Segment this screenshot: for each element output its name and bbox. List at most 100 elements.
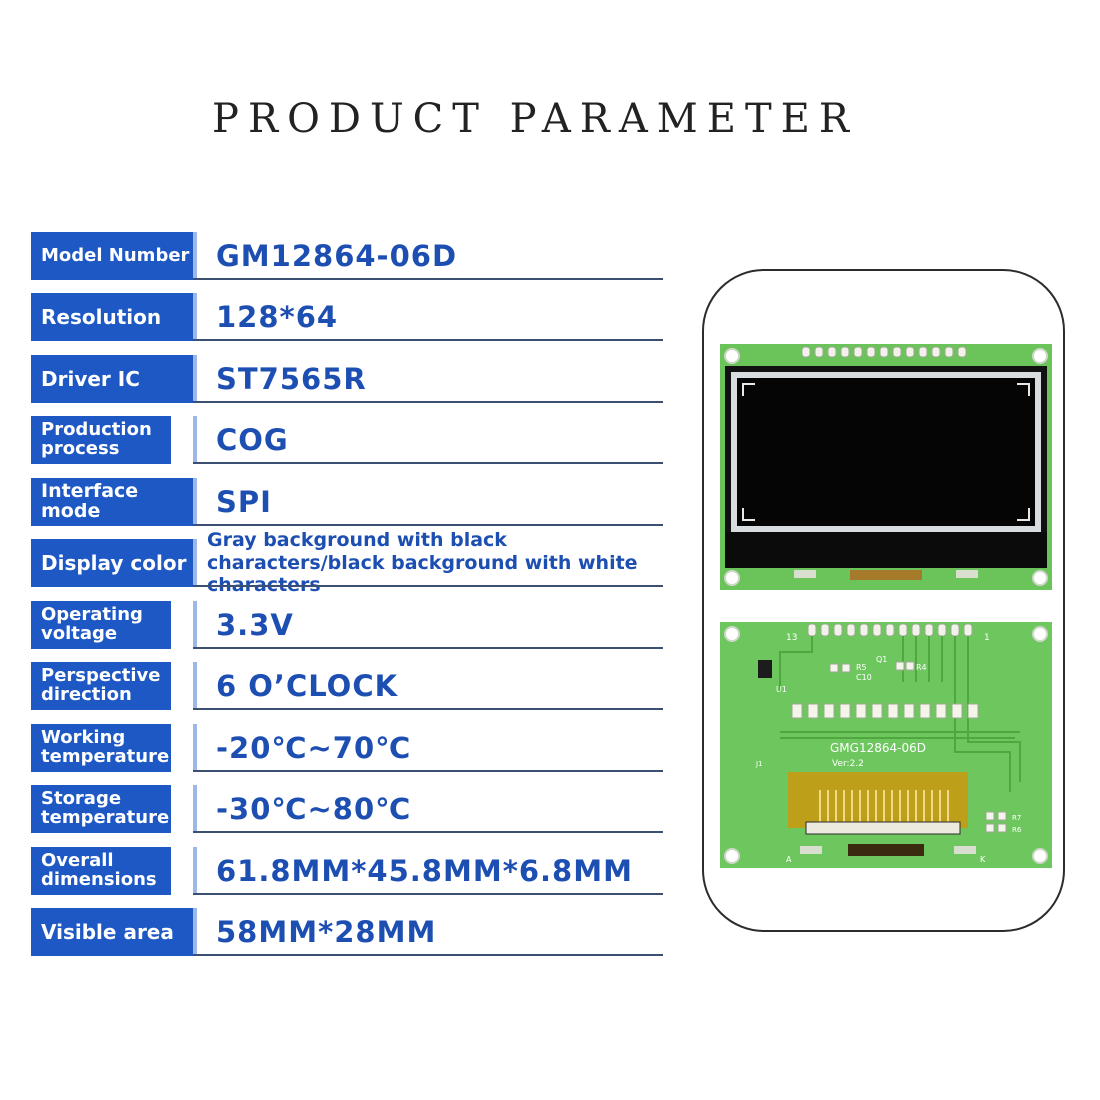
param-label: Visible area bbox=[31, 908, 193, 956]
param-row-resolution: Resolution 128*64 bbox=[31, 293, 663, 341]
param-value: 58MM*28MM bbox=[216, 915, 437, 949]
backlight-strip bbox=[725, 532, 1047, 568]
param-label: Model Number bbox=[31, 232, 193, 280]
param-label: Production process bbox=[31, 416, 171, 464]
label-shadow bbox=[193, 662, 197, 710]
param-label: Overall dimensions bbox=[31, 847, 171, 895]
param-label: Perspective direction bbox=[31, 662, 171, 710]
param-value: ST7565R bbox=[216, 362, 367, 396]
param-value: 6 O’CLOCK bbox=[216, 669, 399, 703]
row-divider bbox=[193, 585, 663, 587]
fpc-traces bbox=[819, 790, 949, 822]
param-label: Storage temperature bbox=[31, 785, 171, 833]
param-row-driver-ic: Driver IC ST7565R bbox=[31, 355, 663, 403]
fpc-clamp bbox=[805, 821, 961, 835]
param-row-interface-mode: Interface mode SPI bbox=[31, 478, 663, 526]
smd-pad bbox=[956, 570, 978, 578]
label-shadow bbox=[193, 847, 197, 895]
row-divider bbox=[193, 401, 663, 403]
row-divider bbox=[193, 770, 663, 772]
ic-chip bbox=[758, 660, 772, 678]
row-divider bbox=[193, 954, 663, 956]
label-shadow bbox=[193, 785, 197, 833]
mount-hole bbox=[724, 348, 740, 364]
silk-label: U1 bbox=[776, 685, 787, 694]
mount-hole bbox=[1032, 848, 1048, 864]
row-divider bbox=[193, 339, 663, 341]
param-row-model-number: Model Number GM12864-06D bbox=[31, 232, 663, 280]
row-divider bbox=[193, 524, 663, 526]
silk-label: R7 bbox=[1012, 814, 1021, 822]
silk-label: J1 bbox=[755, 760, 763, 768]
row-divider bbox=[193, 893, 663, 895]
page-title: PRODUCT PARAMETER bbox=[212, 96, 858, 142]
param-label: Working temperature bbox=[31, 724, 171, 772]
param-value: 3.3V bbox=[216, 608, 294, 642]
param-label: Driver IC bbox=[31, 355, 193, 403]
row-divider bbox=[193, 462, 663, 464]
smd-pad bbox=[800, 846, 822, 854]
param-row-display-color: Display color Gray background with black… bbox=[31, 528, 663, 597]
pcb-traces bbox=[779, 636, 1021, 792]
mount-hole bbox=[724, 626, 740, 642]
silk-label: A bbox=[786, 855, 792, 864]
screen-corner-marks bbox=[742, 383, 1030, 521]
lcd-front-image bbox=[720, 344, 1052, 590]
param-row-production-process: Production process COG bbox=[31, 416, 663, 464]
row-divider bbox=[193, 278, 663, 280]
param-row-working-temperature: Working temperature -20℃~70℃ bbox=[31, 724, 663, 772]
fpc-connector bbox=[850, 570, 922, 580]
param-label: Interface mode bbox=[31, 478, 193, 526]
param-value: -30℃~80℃ bbox=[216, 792, 412, 826]
lcd-back-image: 13 1 U1 R5 C10 Q1 R4 GMG12864-06D Ver:2.… bbox=[720, 622, 1052, 868]
silk-label: C10 bbox=[856, 673, 872, 682]
mount-hole bbox=[724, 570, 740, 586]
silk-label: K bbox=[980, 855, 986, 864]
param-row-perspective-direction: Perspective direction 6 O’CLOCK bbox=[31, 662, 663, 710]
smd-component-row bbox=[791, 703, 979, 719]
param-value: GM12864-06D bbox=[216, 239, 458, 273]
param-value: 61.8MM*45.8MM*6.8MM bbox=[216, 854, 633, 888]
silk-model-label: GMG12864-06D bbox=[830, 741, 926, 755]
header-pins-back bbox=[807, 623, 973, 637]
silk-label: R5 bbox=[856, 663, 867, 672]
label-shadow bbox=[193, 478, 197, 526]
silk-version-label: Ver:2.2 bbox=[832, 759, 864, 769]
param-row-visible-area: Visible area 58MM*28MM bbox=[31, 908, 663, 956]
param-label: Display color bbox=[31, 539, 193, 587]
row-divider bbox=[193, 647, 663, 649]
header-pins-front bbox=[801, 346, 967, 358]
label-shadow bbox=[193, 232, 197, 280]
param-row-storage-temperature: Storage temperature -30℃~80℃ bbox=[31, 785, 663, 833]
param-row-operating-voltage: Operating voltage 3.3V bbox=[31, 601, 663, 649]
mount-hole bbox=[1032, 570, 1048, 586]
pin-label-first: 1 bbox=[984, 633, 990, 643]
fpc-tail bbox=[848, 844, 924, 856]
mount-hole bbox=[1032, 626, 1048, 642]
product-image-frame bbox=[702, 269, 1065, 932]
smd-component-right bbox=[985, 811, 1007, 833]
param-label: Resolution bbox=[31, 293, 193, 341]
param-value: 128*64 bbox=[216, 300, 339, 334]
label-shadow bbox=[193, 601, 197, 649]
param-row-overall-dimensions: Overall dimensions 61.8MM*45.8MM*6.8MM bbox=[31, 847, 663, 895]
smd-pad bbox=[954, 846, 976, 854]
kapton-tape bbox=[788, 772, 968, 828]
label-shadow bbox=[193, 539, 197, 587]
param-label: Operating voltage bbox=[31, 601, 171, 649]
label-shadow bbox=[193, 908, 197, 956]
mount-hole bbox=[1032, 348, 1048, 364]
pin-label-last: 13 bbox=[786, 633, 797, 643]
silk-label: Q1 bbox=[876, 655, 887, 664]
param-value: -20℃~70℃ bbox=[216, 731, 412, 765]
silk-label: R4 bbox=[916, 663, 927, 672]
lcd-screen bbox=[737, 378, 1035, 526]
label-shadow bbox=[193, 355, 197, 403]
param-value: COG bbox=[216, 423, 289, 457]
label-shadow bbox=[193, 416, 197, 464]
label-shadow bbox=[193, 293, 197, 341]
param-value: SPI bbox=[216, 485, 272, 519]
param-value: Gray background with black characters/bl… bbox=[207, 528, 638, 597]
smd-pad bbox=[794, 570, 816, 578]
label-shadow bbox=[193, 724, 197, 772]
